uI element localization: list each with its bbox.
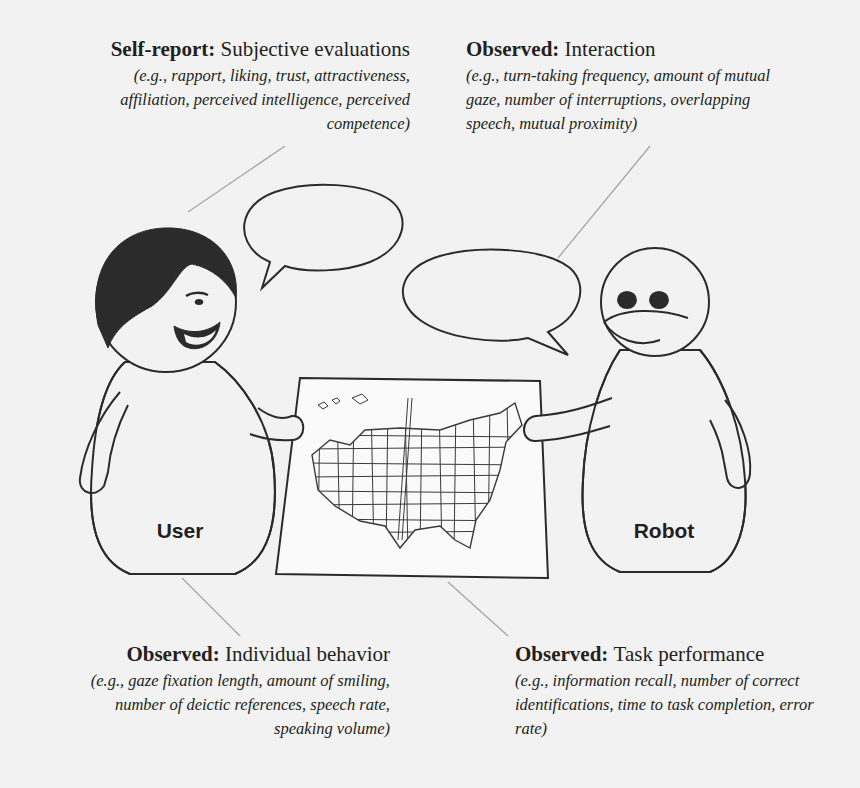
user-speech-bubble	[244, 185, 402, 288]
measure-title: Subjective evaluations	[220, 37, 410, 61]
annotation-heading: Observed:Individual behavior	[70, 641, 390, 667]
robot-figure: Robot	[578, 343, 750, 577]
measure-examples: (e.g., turn-taking frequency, amount of …	[466, 64, 784, 136]
measure-title: Individual behavior	[225, 642, 390, 666]
robot-arm	[524, 398, 612, 441]
annotation: Self-report:Subjective evaluations(e.g.,…	[62, 36, 410, 136]
measure-title: Task performance	[614, 642, 765, 666]
leader-line	[448, 582, 508, 636]
annotation-heading: Observed:Interaction	[466, 36, 784, 62]
measure-kind: Observed:	[515, 642, 608, 666]
measure-kind: Observed:	[126, 642, 219, 666]
robot-speech-bubble	[403, 250, 580, 355]
leader-line	[558, 146, 650, 258]
user-arm	[80, 392, 128, 493]
robot-head	[601, 248, 709, 356]
figure-name: Robot	[578, 519, 750, 543]
map-paper	[276, 378, 548, 578]
measure-kind: Self-report:	[111, 37, 216, 61]
leader-line	[188, 146, 285, 212]
user-figure: User	[80, 345, 280, 577]
measure-examples: (e.g., rapport, liking, trust, attractiv…	[62, 64, 410, 136]
annotation: Observed:Task performance(e.g., informat…	[515, 641, 815, 741]
annotation-heading: Observed:Task performance	[515, 641, 815, 667]
leader-line	[182, 578, 240, 636]
robot-face	[604, 292, 688, 343]
annotation: Observed:Individual behavior(e.g., gaze …	[70, 641, 390, 741]
figure-name: User	[80, 519, 280, 543]
measure-title: Interaction	[565, 37, 656, 61]
measure-examples: (e.g., gaze fixation length, amount of s…	[70, 669, 390, 741]
measure-examples: (e.g., information recall, number of cor…	[515, 669, 815, 741]
annotation-heading: Self-report:Subjective evaluations	[62, 36, 410, 62]
annotation: Observed:Interaction(e.g., turn-taking f…	[466, 36, 784, 136]
measure-kind: Observed:	[466, 37, 559, 61]
us-map	[305, 394, 530, 555]
body-outline	[80, 345, 280, 577]
user-face	[96, 228, 237, 349]
